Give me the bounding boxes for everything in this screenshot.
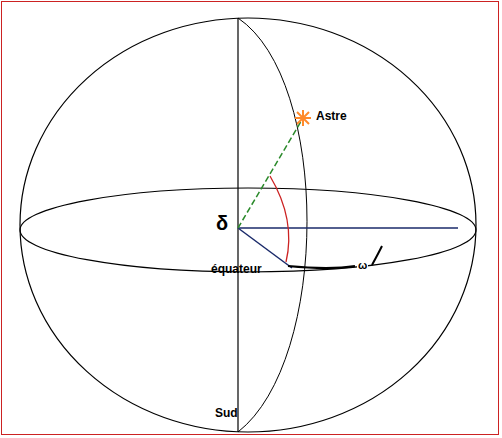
star-label: Astre (316, 110, 347, 122)
south-label: Sud (215, 407, 238, 419)
equator-label: équateur (211, 263, 262, 275)
angle-symbol: ω (357, 260, 368, 271)
declination-symbol: δ (216, 213, 228, 233)
